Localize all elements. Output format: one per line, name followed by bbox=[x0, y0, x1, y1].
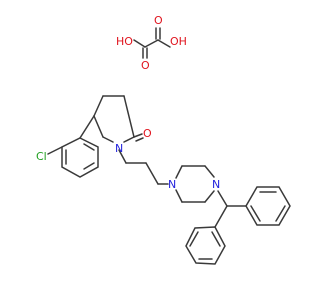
atom-label-n-pip-right: N bbox=[212, 178, 220, 191]
atom-label-n-pip-left: N bbox=[168, 178, 176, 191]
atom-label-oh: OH bbox=[170, 35, 187, 48]
atom-label-o-bottom: O bbox=[141, 59, 150, 72]
bond bbox=[217, 190, 228, 207]
bond bbox=[118, 149, 127, 164]
bond bbox=[211, 231, 221, 247]
piperazine-ring bbox=[175, 165, 228, 207]
propyl-linker bbox=[118, 149, 169, 185]
bond bbox=[135, 137, 144, 142]
atom-label-ho: HO bbox=[116, 35, 133, 48]
bond bbox=[93, 95, 104, 117]
bond bbox=[214, 205, 228, 228]
benzhydryl-group bbox=[185, 186, 291, 265]
bond bbox=[102, 136, 114, 143]
bond bbox=[83, 143, 95, 151]
benzene-ring bbox=[245, 186, 291, 226]
bond bbox=[204, 165, 215, 178]
bond bbox=[157, 39, 171, 48]
benzene-ring bbox=[185, 226, 226, 265]
bond bbox=[175, 189, 183, 203]
bond bbox=[79, 115, 95, 139]
bond bbox=[145, 162, 159, 185]
bond bbox=[133, 39, 146, 48]
bond bbox=[204, 190, 215, 203]
bond bbox=[83, 162, 95, 170]
chlorophenyl-group bbox=[47, 115, 99, 178]
atom-label-o-top: O bbox=[154, 14, 163, 27]
bond bbox=[144, 39, 159, 48]
atom-label-cl: Cl bbox=[36, 150, 47, 163]
chemical-structure-diagram: HO O O OH O Cl N N N bbox=[36, 14, 291, 265]
bond bbox=[123, 95, 135, 138]
atom-label-n-ring: N bbox=[115, 142, 123, 155]
bond bbox=[47, 146, 63, 155]
benzene-ring bbox=[61, 137, 99, 178]
bond bbox=[275, 205, 286, 222]
oxalic-acid bbox=[133, 27, 171, 59]
piperidinone-ring bbox=[93, 95, 144, 143]
bond bbox=[133, 133, 143, 138]
bond bbox=[93, 115, 104, 138]
bond bbox=[250, 205, 261, 222]
bond bbox=[175, 165, 183, 179]
atom-label-o-ketone: O bbox=[143, 127, 152, 140]
bond bbox=[189, 231, 199, 247]
bond bbox=[123, 136, 135, 143]
